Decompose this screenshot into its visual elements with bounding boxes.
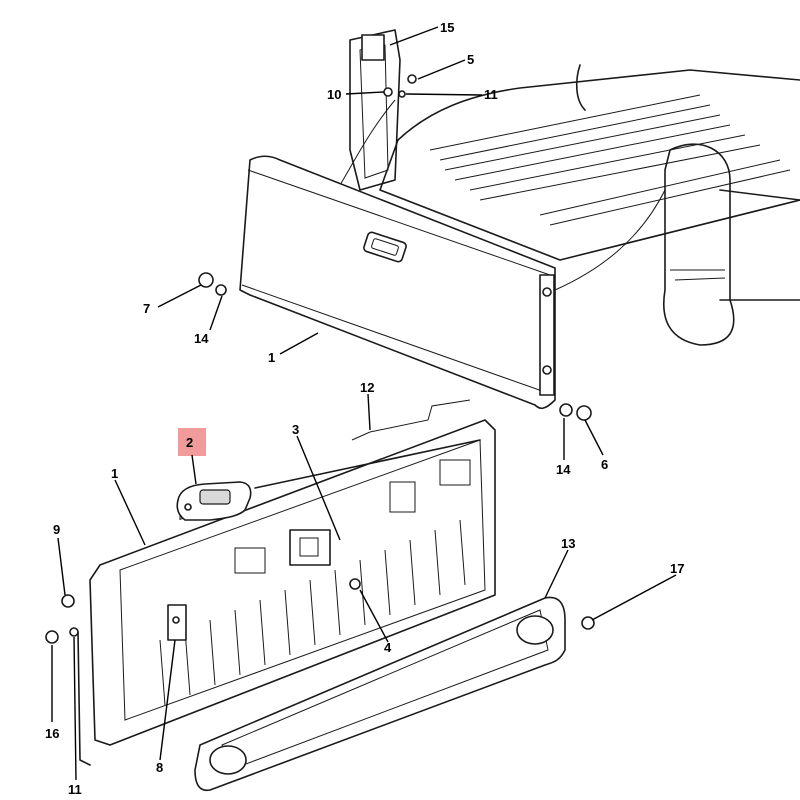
callout-14-left: 14	[194, 331, 209, 346]
callout-11-upper: 11	[484, 87, 498, 102]
leader-lines	[51, 26, 677, 781]
bolt-9	[61, 594, 75, 608]
handle-assembly-2	[176, 481, 252, 521]
callout-6: 6	[601, 457, 608, 472]
callout-7: 7	[143, 301, 150, 316]
callout-8: 8	[156, 760, 163, 775]
bolt-4	[349, 578, 361, 590]
callout-11-lower: 11	[68, 782, 82, 797]
bolt-16	[45, 630, 59, 644]
callout-14-right: 14	[556, 462, 571, 477]
callout-1-lower: 1	[111, 466, 118, 481]
trim-right-lamp	[516, 615, 554, 645]
callout-10: 10	[327, 87, 341, 102]
callout-15: 15	[440, 20, 454, 35]
callout-4: 4	[384, 640, 392, 655]
callout-17: 17	[670, 561, 684, 576]
hinge-right	[539, 274, 555, 396]
tailgate-upper	[198, 155, 592, 421]
clip-11	[398, 90, 406, 98]
screw-17	[581, 616, 595, 630]
callout-13: 13	[561, 536, 575, 551]
callout-2-highlight	[178, 428, 206, 456]
callout-12: 12	[360, 380, 374, 395]
nut-6	[576, 405, 592, 421]
trim-panel-13	[194, 596, 595, 792]
callout-1-upper: 1	[268, 350, 275, 365]
bed-floor-ribs	[429, 94, 791, 226]
striker-bracket	[361, 34, 385, 61]
tailgate-handle-upper	[363, 231, 407, 263]
washer-14-left	[215, 284, 227, 296]
callout-9: 9	[53, 522, 60, 537]
clip-11-lower	[69, 627, 79, 637]
callout-labels: 15 5 10 11 7 14 1 12 2 3 1 14 6 9 13 17 …	[45, 20, 684, 797]
trim-left-lamp	[209, 745, 247, 775]
truck-bed	[339, 29, 800, 346]
callout-5: 5	[467, 52, 474, 67]
inner-ribs	[159, 519, 466, 706]
callout-3: 3	[292, 422, 299, 437]
tailgate-inner	[45, 399, 496, 766]
bolt-7	[198, 272, 214, 288]
latch-3	[289, 529, 331, 566]
callout-2: 2	[186, 435, 193, 450]
cable-end-10	[383, 87, 393, 97]
washer-14-right	[559, 403, 573, 417]
callout-16: 16	[45, 726, 59, 741]
bolt-5	[407, 74, 417, 84]
